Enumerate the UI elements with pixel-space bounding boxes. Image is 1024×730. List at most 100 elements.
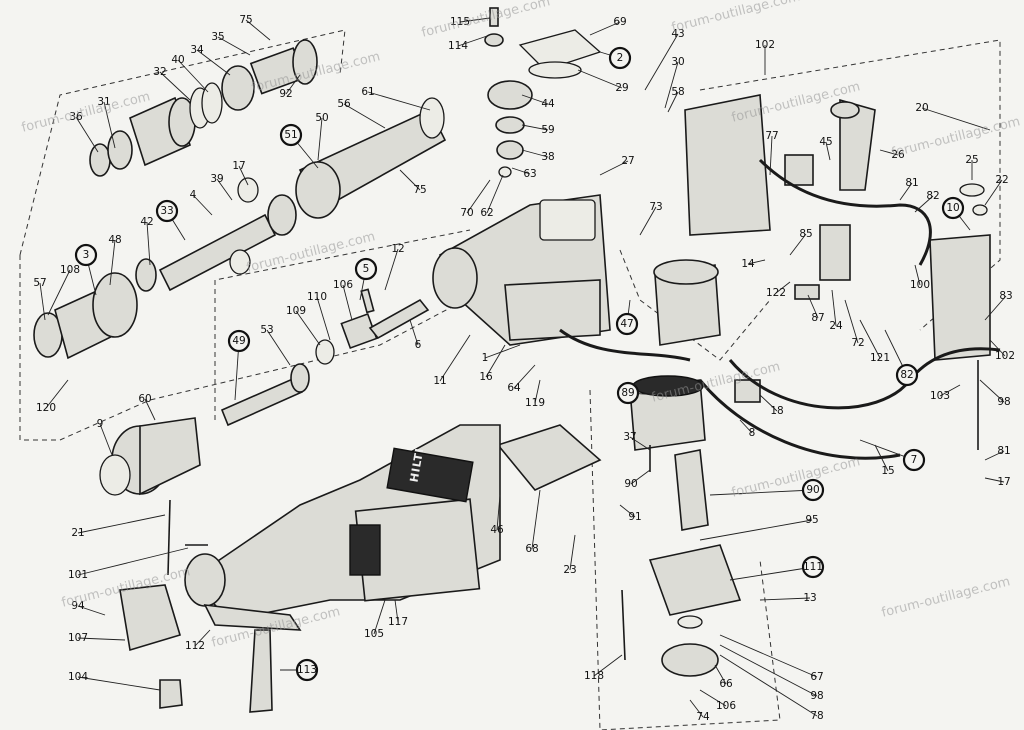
callout-59: 59 [521,124,555,136]
part-number-label: 17 [997,476,1010,488]
part-number-label: 39 [210,173,223,185]
part-number-label: 77 [765,130,778,142]
terminal-block [794,284,820,300]
leader-line-69 [589,21,621,36]
leader-line-122 [775,281,791,294]
leader-line-12 [384,248,399,291]
leader-line-43 [644,33,679,91]
fan-disc [661,643,719,677]
leader-line-98 [719,644,818,697]
callout-92: 92 [279,74,301,100]
part-number-label: 21 [71,527,84,539]
part-number-label: 114 [448,40,468,52]
part-number-label: 113 [297,664,317,676]
callout-37: 37 [623,431,651,451]
part-number-label: 24 [829,320,843,332]
part-number-label: 57 [33,277,46,289]
leader-line-107 [77,637,126,641]
leader-line-117 [394,599,399,623]
callout-31: 31 [97,96,116,149]
callout-48: 48 [108,234,122,286]
callout-62: 62 [480,174,504,219]
callout-56: 56 [337,98,386,129]
callout-101: 101 [68,547,189,581]
part-number-label: 121 [870,352,890,364]
side-handle [119,584,302,713]
callout-3: 3 [74,243,98,296]
callout-94: 94 [71,600,106,616]
part-number-label: 117 [388,616,408,628]
callout-73: 73 [639,201,663,236]
part-number-label: 5 [363,263,370,275]
callout-ring-89 [616,381,640,405]
callout-11: 11 [433,334,471,387]
leader-line-1 [484,344,521,359]
part-number-label: 9 [97,418,104,430]
leader-line-82 [914,195,934,213]
callout-10: 10 [941,196,971,231]
part-number-label: 47 [620,318,633,330]
leader-line-50 [317,117,323,161]
front-cap-body [139,417,201,496]
leader-line-21 [77,514,166,534]
callout-45: 45 [819,136,833,161]
part-number-label: 13 [803,592,816,604]
callout-121: 121 [859,319,890,364]
part-number-label: 8 [749,427,756,439]
leader-line-60 [144,398,156,421]
callout-64: 64 [507,364,536,394]
callout-102: 102 [755,39,775,75]
leader-line-61 [367,91,431,111]
part-number-label: 83 [999,290,1012,302]
leader-line-27 [599,160,629,176]
front-housing [33,272,138,360]
callout-81: 81 [899,177,919,201]
leader-line-66 [714,664,727,685]
part-number-label: 98 [997,396,1010,408]
leader-line-90 [630,469,651,485]
callout-119: 119 [525,379,545,409]
leader-line-30 [664,61,679,109]
leader-line-14 [747,259,766,265]
leader-line-34 [196,49,231,76]
callout-66: 66 [714,664,733,690]
part-number-label: 63 [523,168,536,180]
crank-housing [432,194,611,346]
part-number-label: 91 [628,511,641,523]
parts-layer: HILTI [19,7,1001,730]
part-number-label: 14 [741,258,755,270]
internal-lead [559,328,691,362]
striker-row [135,177,297,292]
callout-104: 104 [68,671,161,691]
switch-lead [758,158,932,266]
part-number-label: 72 [851,337,864,349]
part-number-label: 20 [915,102,928,114]
part-number-label: 92 [279,88,292,100]
part-number-label: 110 [307,291,327,303]
callout-115: 115 [450,16,491,28]
callout-91: 91 [619,504,642,523]
part-number-label: 90 [624,478,637,490]
part-number-label: 35 [211,31,224,43]
part-number-label: 46 [490,524,504,536]
part-number-label: 82 [926,190,939,202]
leader-line-53 [266,329,291,366]
callout-ring-5 [354,257,378,281]
leader-line-40 [177,59,209,93]
tool-holder-cluster [89,39,318,177]
part-number-label: 98 [810,690,823,702]
callout-38: 38 [521,149,555,163]
callout-23: 23 [563,534,577,576]
part-number-label: 85 [799,228,812,240]
gear-stack [484,7,533,178]
leader-line-106 [342,284,353,321]
cover-gasket [528,61,582,79]
leader-line-67 [719,634,818,678]
leader-line-103 [939,384,961,397]
callout-17: 17 [984,476,1011,488]
callout-32: 32 [153,66,191,101]
callout-120: 120 [36,379,69,414]
leader-line-17 [984,477,1005,483]
leader-line-95 [699,519,813,541]
callout-25: 25 [965,154,979,180]
